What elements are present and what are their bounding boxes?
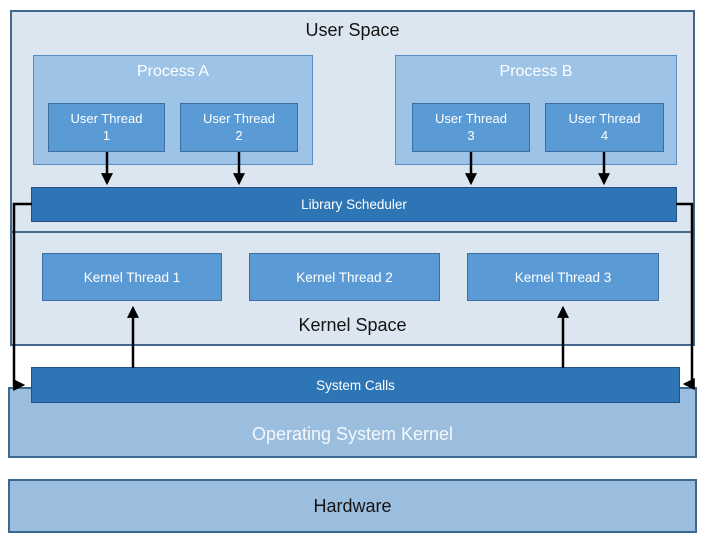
os-kernel-label: Operating System Kernel	[251, 424, 454, 444]
user-thread-2-box: User Thread 2	[180, 103, 298, 152]
kernel-thread-3-box: Kernel Thread 3	[467, 253, 659, 301]
process-a-label: Process A	[136, 63, 210, 80]
user-thread-4-box: User Thread 4	[545, 103, 664, 152]
user-thread-3-box: User Thread 3	[412, 103, 530, 152]
system-calls-bar: System Calls	[31, 367, 680, 403]
user-thread-4-name: User Thread	[568, 111, 641, 127]
kernel-space-label: Kernel Space	[298, 315, 407, 335]
hardware-label: Hardware	[313, 495, 392, 516]
user-thread-4-number: 4	[600, 127, 609, 143]
hardware-box: Hardware	[8, 479, 697, 533]
process-b-label: Process B	[499, 63, 573, 80]
user-thread-1-name: User Thread	[70, 111, 143, 127]
kernel-thread-2-label: Kernel Thread 2	[296, 269, 393, 285]
user-thread-1-box: User Thread 1	[48, 103, 165, 152]
library-scheduler-label: Library Scheduler	[301, 197, 407, 212]
kernel-thread-1-box: Kernel Thread 1	[42, 253, 222, 301]
kernel-thread-1-label: Kernel Thread 1	[83, 269, 181, 285]
user-thread-3-name: User Thread	[434, 111, 507, 127]
user-space-label: User Space	[305, 20, 400, 40]
user-thread-2-name: User Thread	[202, 111, 275, 127]
kernel-thread-2-box: Kernel Thread 2	[249, 253, 440, 301]
user-thread-1-number: 1	[102, 127, 111, 143]
user-thread-2-number: 2	[235, 127, 243, 143]
user-thread-3-number: 3	[467, 127, 475, 143]
kernel-thread-3-label: Kernel Thread 3	[514, 269, 612, 285]
library-scheduler-bar: Library Scheduler	[31, 187, 677, 222]
system-calls-label: System Calls	[316, 377, 395, 393]
